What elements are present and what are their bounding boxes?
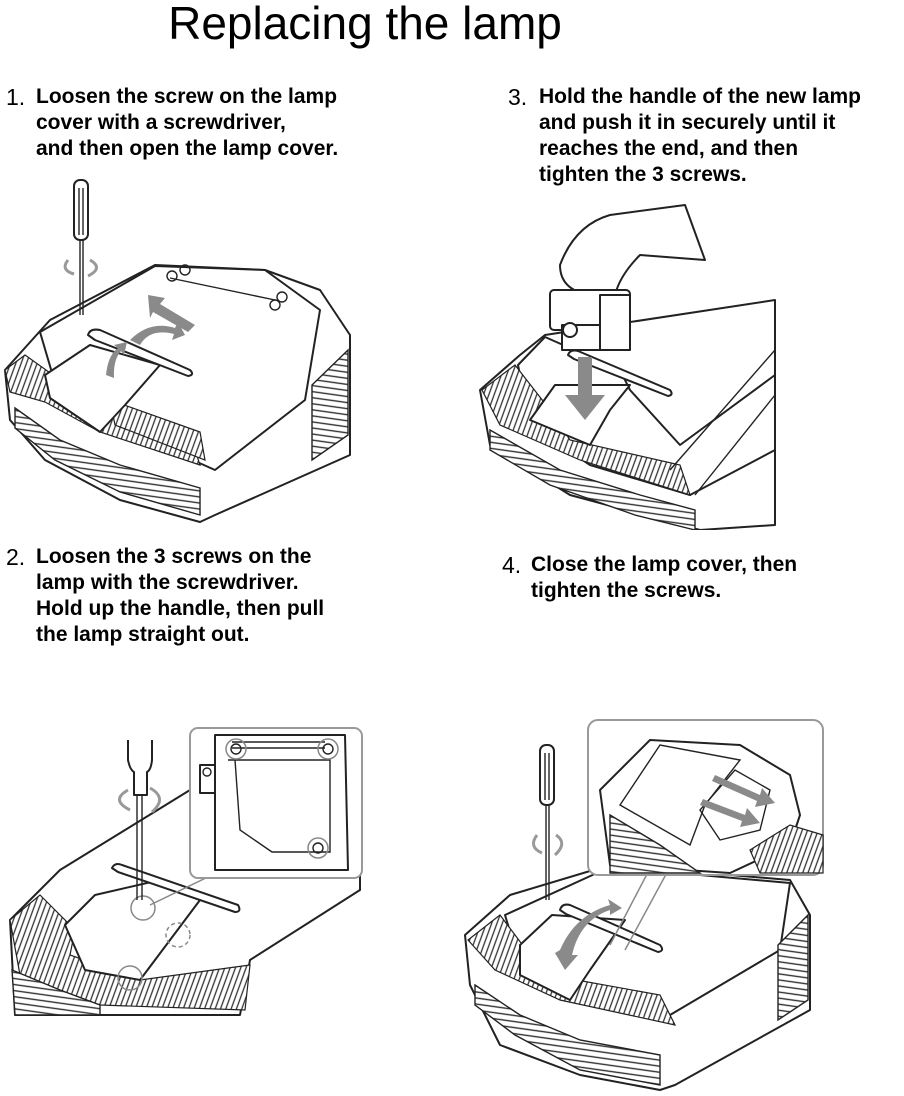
step-1: 1. Loosen the screw on the lamp cover wi…: [6, 84, 338, 162]
screw-icon: [317, 738, 339, 760]
step-instructions: Loosen the screw on the lamp cover with …: [36, 84, 338, 162]
illustration-step-2: [9, 727, 363, 1016]
screw-icon: [225, 738, 247, 760]
instruction-line: tighten the 3 screws.: [539, 163, 747, 186]
page-title: Replacing the lamp: [168, 0, 562, 49]
projector-body: [4, 264, 351, 523]
step-number: 1.: [6, 84, 26, 110]
instruction-line: and push it in securely until it: [539, 111, 836, 134]
instruction-line: Hold the handle of the new lamp: [539, 85, 862, 108]
step-instructions: Hold the handle of the new lamp and push…: [539, 84, 861, 188]
illustration-step-3: [479, 204, 776, 530]
step-number: 3.: [508, 84, 528, 110]
instruction-line: cover with a screwdriver,: [36, 111, 286, 134]
instruction-line: reaches the end, and then: [539, 137, 799, 160]
insert-arrow-icon: [565, 357, 605, 420]
hand-holding-lamp-icon: [549, 204, 706, 351]
close-arrow-icon: [555, 899, 622, 970]
instruction-line: Loosen the screw on the lamp: [36, 85, 338, 108]
screwdriver-icon: [127, 740, 153, 900]
projector-body: [464, 829, 811, 1091]
step-4: 4. Close the lamp cover, then tighten th…: [502, 552, 797, 604]
step-3: 3. Hold the handle of the new lamp and p…: [508, 84, 861, 188]
slide-arrow-icon: [700, 775, 775, 827]
instruction-line: and then open the lamp cover.: [36, 137, 339, 160]
instruction-line: Loosen the 3 screws on the: [36, 545, 312, 568]
step-number: 4.: [502, 552, 522, 578]
instruction-line: Hold up the handle, then pull: [36, 597, 325, 620]
instruction-line: tighten the screws.: [531, 579, 722, 602]
step-instructions: Close the lamp cover, then tighten the s…: [531, 552, 797, 604]
screw-icon: [307, 837, 329, 859]
projector-body: [479, 299, 776, 530]
rotate-icon: [63, 258, 98, 278]
step-number: 2.: [6, 544, 26, 570]
rotate-icon: [531, 833, 564, 857]
illustration-step-1: [4, 179, 351, 523]
illustration-step-4: [464, 719, 824, 1091]
rotate-icon: [118, 786, 161, 814]
screwdriver-icon: [539, 744, 555, 900]
lift-arrow-icon: [106, 295, 195, 378]
inset-detail: [587, 719, 824, 876]
step-2: 2. Loosen the 3 screws on the lamp with …: [6, 544, 324, 648]
screwdriver-icon: [73, 179, 89, 315]
instruction-line: the lamp straight out.: [36, 623, 250, 646]
inset-detail: [189, 727, 363, 879]
step-instructions: Loosen the 3 screws on the lamp with the…: [36, 544, 324, 648]
instruction-line: lamp with the screwdriver.: [36, 571, 299, 594]
instruction-line: Close the lamp cover, then: [531, 553, 798, 576]
